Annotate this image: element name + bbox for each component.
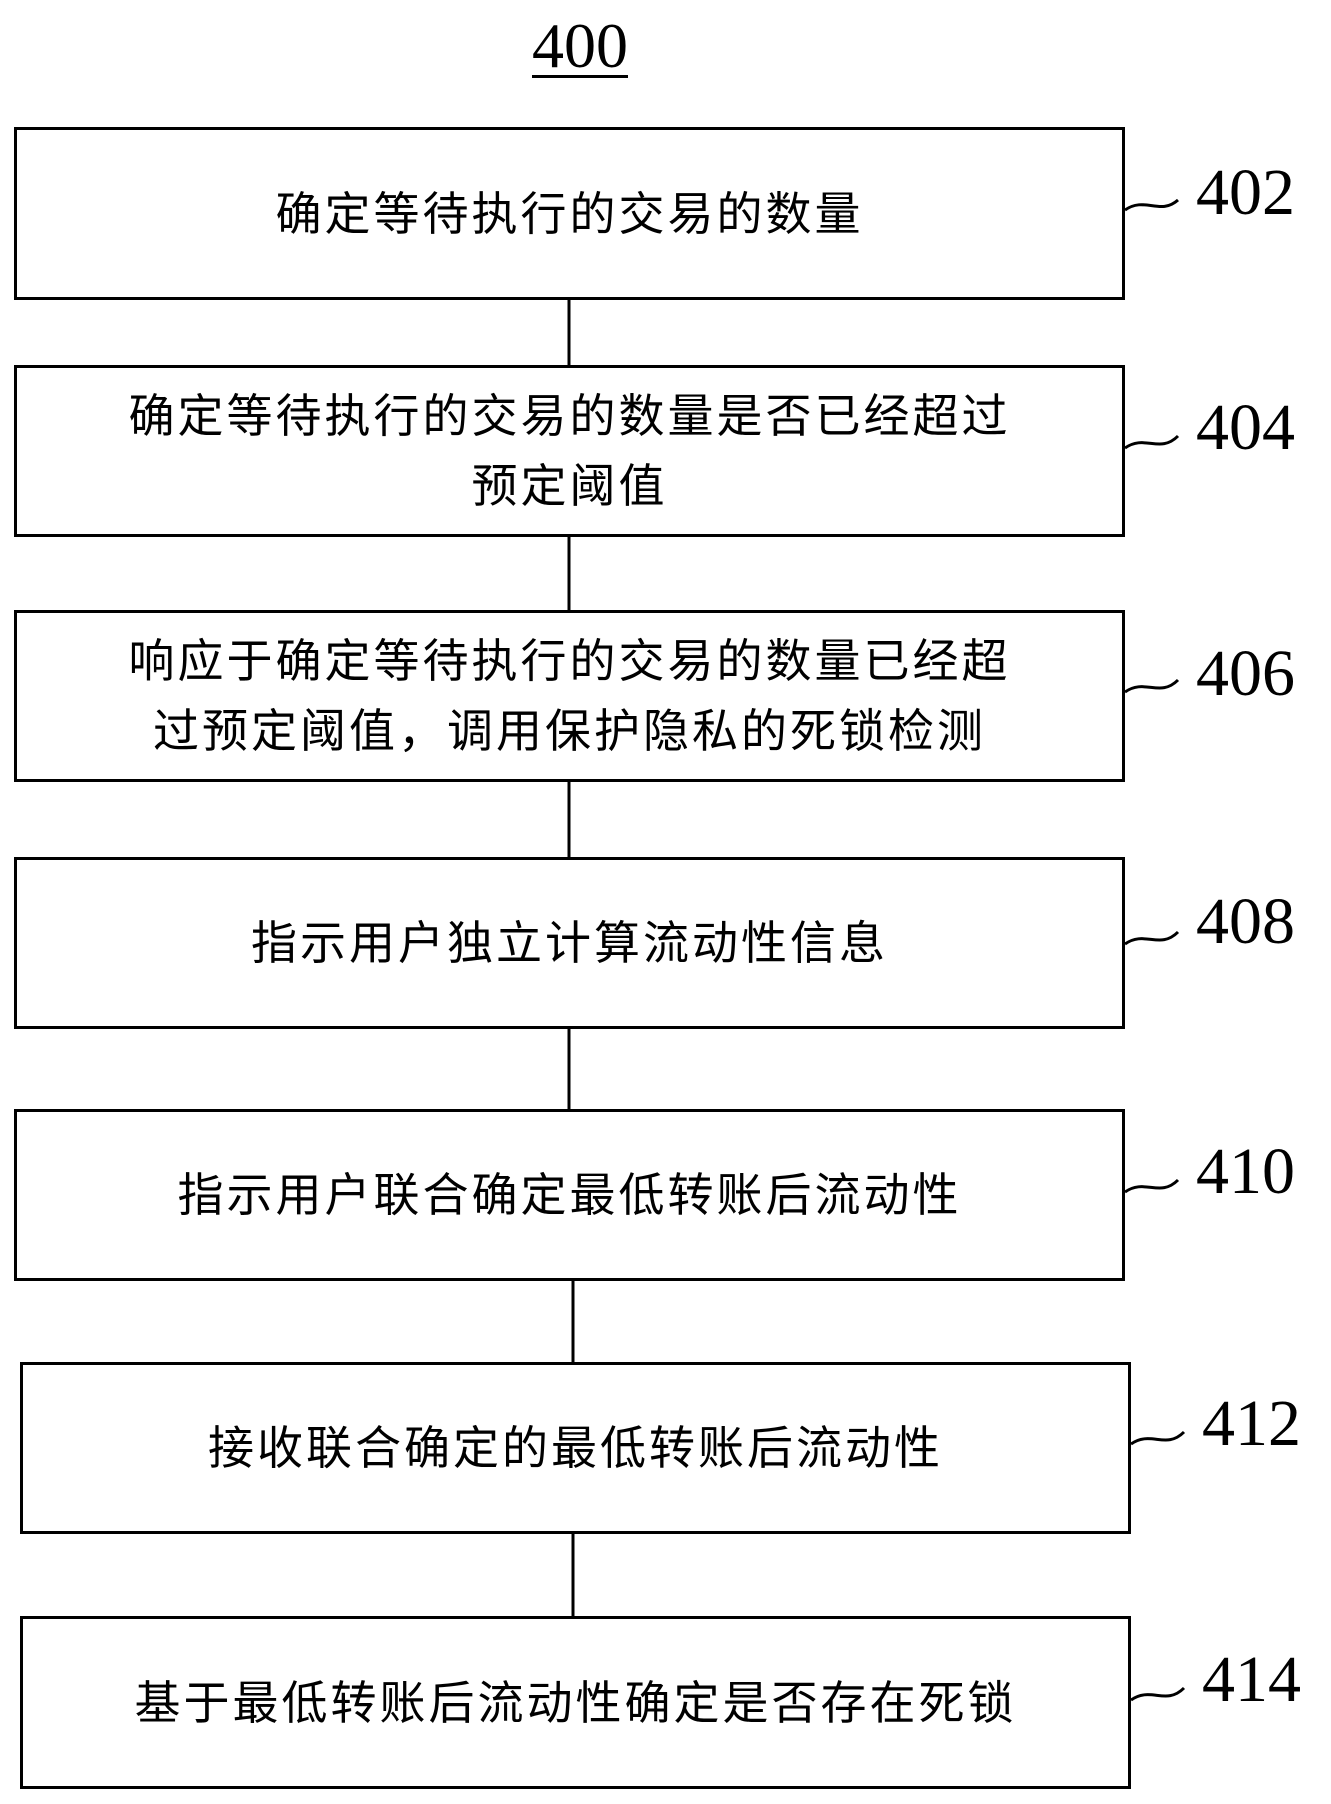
step-box-414: 基于最低转账后流动性确定是否存在死锁	[20, 1616, 1131, 1789]
ref-label-410: 410	[1196, 1135, 1295, 1208]
ref-label-402: 402	[1196, 156, 1295, 229]
leader-414	[1130, 1686, 1186, 1702]
leader-402	[1124, 198, 1179, 212]
step-box-402: 确定等待执行的交易的数量	[14, 127, 1125, 300]
ref-label-414: 414	[1202, 1643, 1301, 1716]
step-text-404: 确定等待执行的交易的数量是否已经超过 预定阈值	[128, 389, 1011, 513]
step-text-408: 指示用户独立计算流动性信息	[251, 916, 888, 970]
leader-404	[1124, 434, 1180, 450]
step-box-410: 指示用户联合确定最低转账后流动性	[14, 1109, 1125, 1281]
leader-408	[1124, 930, 1180, 946]
step-text-414: 基于最低转账后流动性确定是否存在死锁	[134, 1675, 1017, 1730]
leader-412	[1130, 1430, 1186, 1446]
ref-label-406: 406	[1196, 637, 1295, 710]
ref-label-404: 404	[1196, 391, 1295, 464]
step-text-410: 指示用户联合确定最低转账后流动性	[177, 1168, 962, 1222]
leader-406	[1124, 678, 1180, 694]
step-text-402: 确定等待执行的交易的数量	[275, 186, 864, 241]
ref-label-412: 412	[1202, 1387, 1301, 1460]
step-box-404: 确定等待执行的交易的数量是否已经超过 预定阈值	[14, 365, 1125, 537]
step-box-408: 指示用户独立计算流动性信息	[14, 857, 1125, 1029]
step-text-412: 接收联合确定的最低转账后流动性	[208, 1421, 943, 1475]
step-text-406: 响应于确定等待执行的交易的数量已经超 过预定阈值，调用保护隐私的死锁检测	[128, 634, 1011, 758]
figure-number: 400	[532, 10, 628, 81]
ref-label-408: 408	[1196, 885, 1295, 958]
step-box-406: 响应于确定等待执行的交易的数量已经超 过预定阈值，调用保护隐私的死锁检测	[14, 610, 1125, 782]
step-box-412: 接收联合确定的最低转账后流动性	[20, 1362, 1131, 1534]
leader-410	[1124, 1178, 1180, 1194]
